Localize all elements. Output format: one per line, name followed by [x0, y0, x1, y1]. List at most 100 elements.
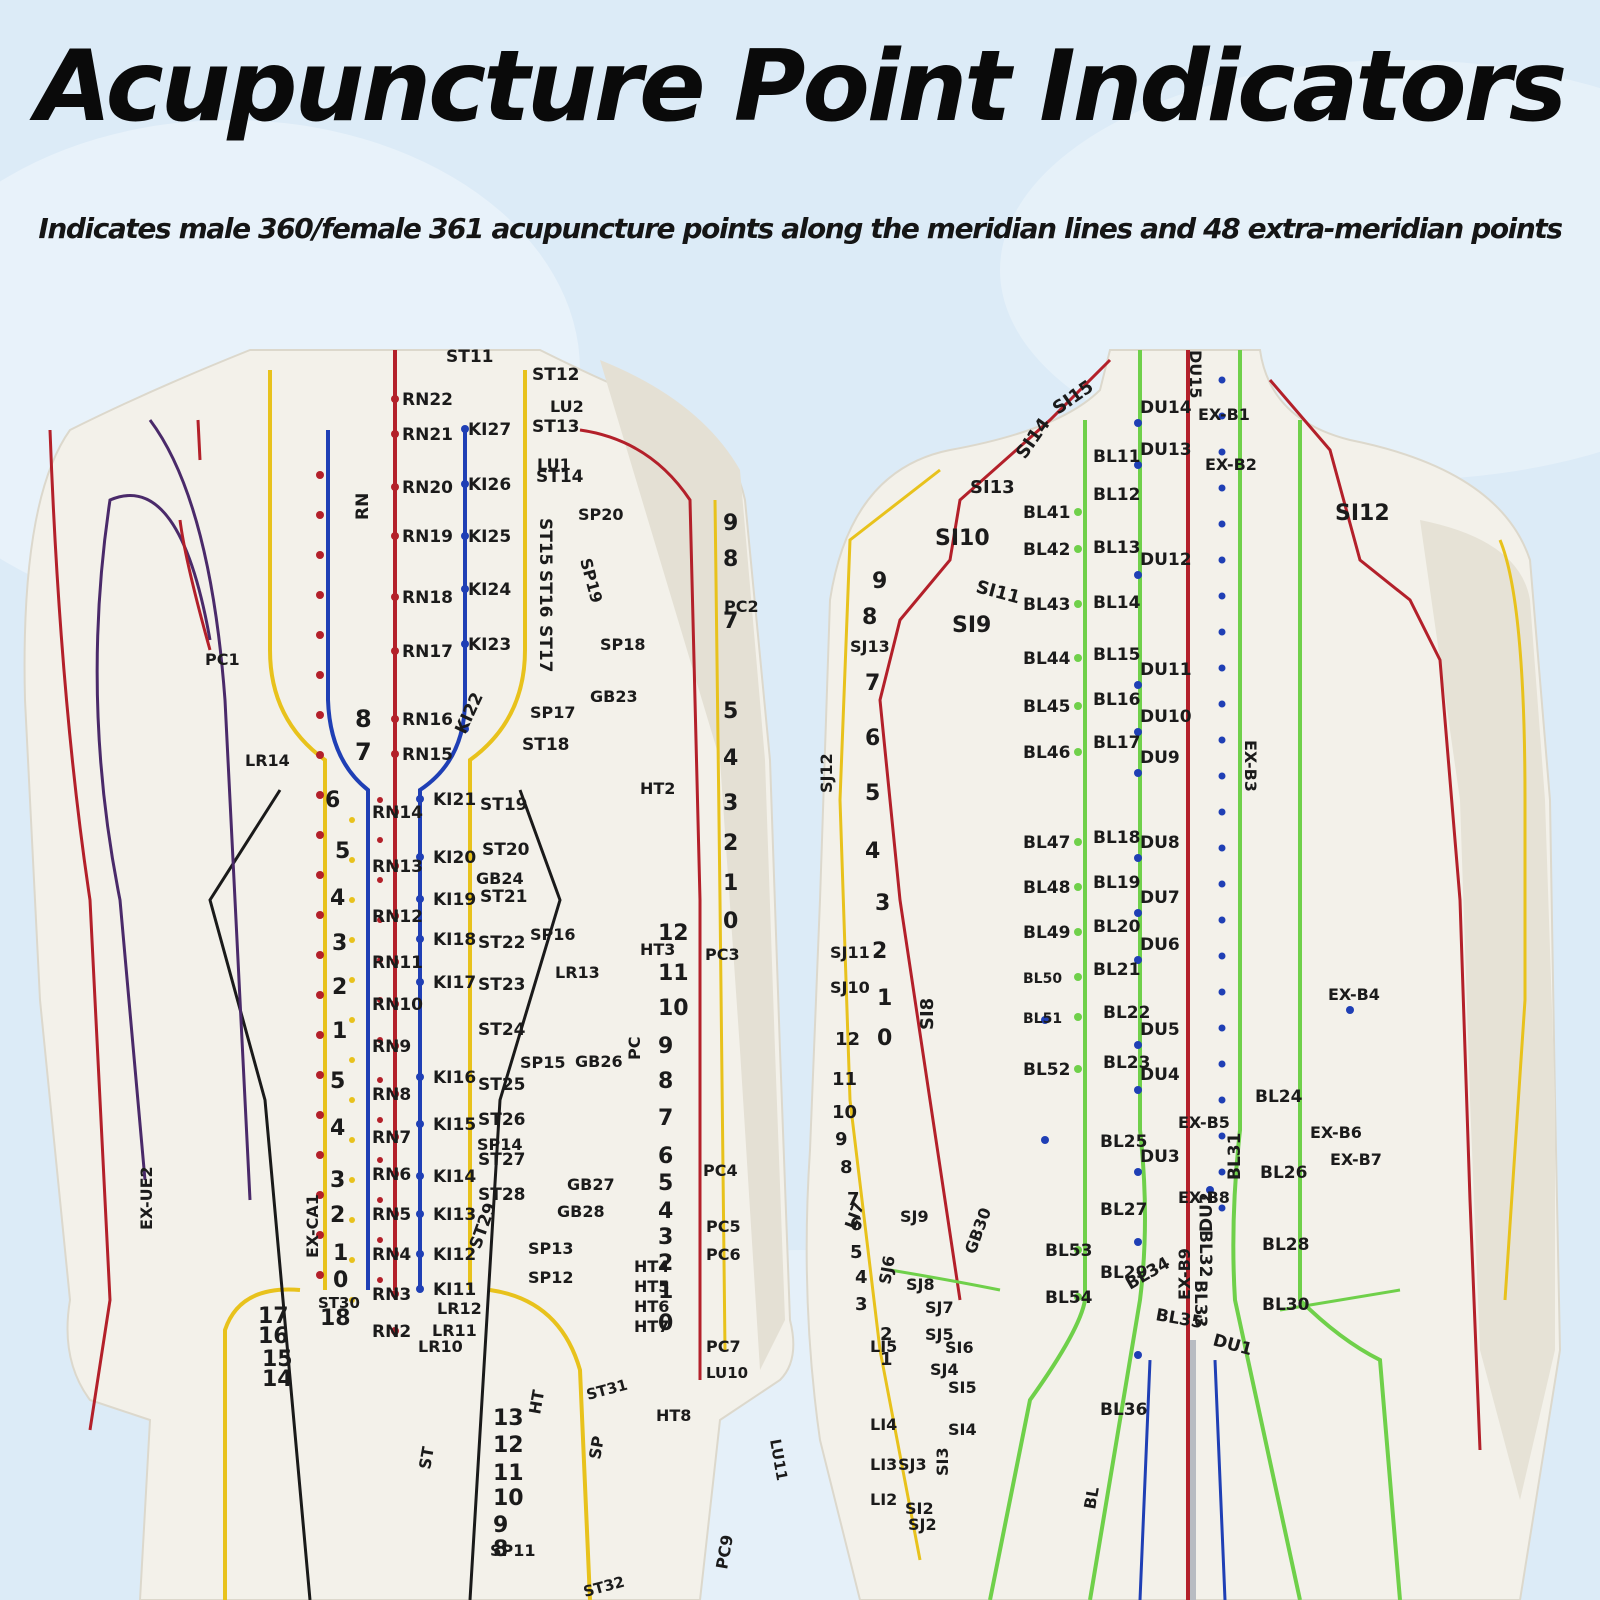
acupoint-dot: [377, 797, 383, 803]
front-arm-scale-number: 10: [658, 996, 689, 1021]
du-point-label: DU3: [1140, 1147, 1180, 1167]
bladder-point-label: BL33: [1190, 1280, 1210, 1327]
kidney-point-label: KI25: [468, 527, 511, 547]
bladder-point-label: BL24: [1255, 1087, 1303, 1107]
bladder-outer-label: BL47: [1023, 833, 1070, 853]
acupoint-dot: [416, 1120, 424, 1128]
san-jiao-label: SJ3: [898, 1455, 927, 1474]
bladder-point-label: BL31: [1225, 1133, 1245, 1180]
bladder-outer-label: BL50: [1023, 971, 1062, 987]
acupoint-dot: [391, 1000, 399, 1008]
arm-red-line: [579, 428, 702, 1380]
front-point-label: GB26: [575, 1052, 623, 1071]
stomach-point-label: ST21: [480, 887, 528, 907]
back-scale-number: 10: [832, 1102, 857, 1123]
san-jiao-label: SJ4: [930, 1360, 959, 1379]
stomach-point-label: ST30: [318, 1294, 360, 1312]
acupoint-dot: [1134, 571, 1142, 579]
back-extra-label: EX-B4: [1328, 985, 1380, 1004]
front-point-label: GB24: [476, 869, 524, 888]
bladder-point-label: BL12: [1093, 485, 1140, 505]
front-point-label: PC: [625, 1037, 644, 1060]
acupoint-dot: [391, 395, 399, 403]
front-arm-scale-number: 1: [723, 871, 738, 896]
front-scale-number: 3: [332, 931, 347, 956]
arm-scale-line: [713, 499, 727, 1351]
stand-pole: [1186, 1340, 1196, 1600]
acupoint-dot: [1218, 520, 1226, 528]
bladder-point-label: BL13: [1093, 538, 1140, 558]
ren-point-label: RN11: [372, 953, 423, 973]
san-jiao-label: SJ11: [830, 943, 870, 962]
kidney-point-label: KI26: [468, 475, 511, 495]
front-arm-scale-number: 3: [723, 791, 738, 816]
front-scale-number: 4: [330, 1116, 345, 1141]
back-scale-number: 6: [865, 726, 880, 751]
bladder-point-label: BL25: [1100, 1132, 1147, 1152]
back-model-shade: [1420, 520, 1555, 1500]
acupoint-dot: [316, 1231, 324, 1239]
bladder-point-label: BL29: [1100, 1263, 1147, 1283]
front-arm-scale-number: 9: [723, 511, 738, 536]
acupoint-dot: [1218, 952, 1226, 960]
spine-side-line: [178, 419, 212, 651]
bladder-point-label: BL18: [1093, 828, 1140, 848]
ren-point-label: RN18: [402, 588, 453, 608]
acupoint-dot: [391, 912, 399, 920]
san-jiao-label: SJ7: [925, 1298, 954, 1317]
front-arm-scale-number: 4: [658, 1199, 673, 1224]
stomach-point-label: ST23: [478, 975, 526, 995]
acupoint-dot: [391, 1170, 399, 1178]
kidney-point-label: KI24: [468, 580, 511, 600]
pericardium-meridian-line: [95, 494, 212, 1181]
front-scale-number: 2: [332, 975, 347, 1000]
acupoint-dot: [1074, 748, 1082, 756]
front-scale-number: 18: [320, 1306, 351, 1331]
acupoint-dot: [316, 631, 324, 639]
acupoint-dot: [391, 1290, 399, 1298]
acupoint-dot: [377, 837, 383, 843]
small-intestine-line: [878, 358, 1112, 1301]
acupoint-dot: [316, 551, 324, 559]
acupoint-dot: [377, 1197, 383, 1203]
back-extra-label: EX-B3: [1241, 740, 1260, 792]
small-intestine-label: SI10: [935, 526, 990, 551]
kidney-point-label: KI20: [433, 848, 476, 868]
acupoint-dot: [349, 1097, 355, 1103]
acupoint-dot: [316, 671, 324, 679]
acupoint-dot: [461, 585, 469, 593]
du-point-label: DU7: [1140, 888, 1180, 908]
back-meridians: [838, 350, 1527, 1600]
front-arm-scale-number: 11: [493, 1461, 524, 1486]
acupoint-dot: [391, 647, 399, 655]
front-scale-number: 1: [333, 1241, 348, 1266]
du-point-label: DU11: [1140, 660, 1192, 680]
stomach-point-label: ST19: [480, 795, 528, 815]
acupoint-dot: [416, 935, 424, 943]
san-jiao-line: [1498, 539, 1527, 1301]
acupoint-dot: [1218, 376, 1226, 384]
acupoint-dot: [1218, 844, 1226, 852]
ren-point-label: RN21: [402, 425, 453, 445]
front-point-label: EX-CA1: [303, 1194, 322, 1258]
bladder-point-label: BL14: [1093, 593, 1141, 613]
front-arm-scale-number: 9: [658, 1034, 673, 1059]
bladder-outer-label: BL43: [1023, 595, 1070, 615]
acupoint-dot: [461, 425, 469, 433]
bladder-outer-label: BL51: [1023, 1011, 1062, 1027]
bladder-point-label: BL11: [1093, 447, 1140, 467]
acupoint-dot: [391, 1327, 399, 1335]
front-arm-scale-number: 7: [658, 1106, 673, 1131]
back-extra-label: DU15: [1186, 350, 1205, 399]
acupoint-dot: [391, 1210, 399, 1218]
acupoint-dot: [391, 1090, 399, 1098]
du-point-label: DU5: [1140, 1020, 1180, 1040]
bladder-point-label: BL26: [1260, 1163, 1307, 1183]
kidney-point-label: KI27: [468, 420, 511, 440]
acupoint-dot: [316, 711, 324, 719]
front-arm-scale-number: 1: [658, 1279, 673, 1304]
acupoint-dot: [1134, 681, 1142, 689]
acupoint-dot: [1074, 1013, 1082, 1021]
acupoint-dot: [349, 1137, 355, 1143]
acupoint-dot: [1218, 916, 1226, 924]
